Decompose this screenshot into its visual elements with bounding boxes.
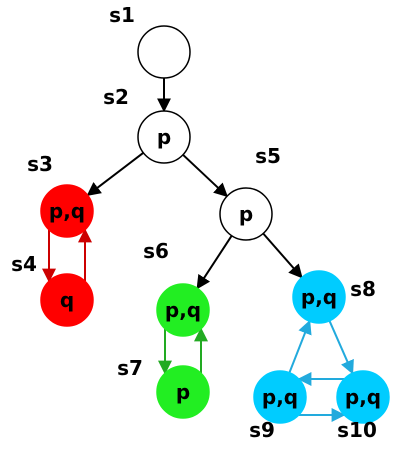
state-label-s1: s1 [109,3,135,27]
state-circle-s9 [253,370,307,424]
state-node-s7: p [156,365,210,419]
transition-s5-s6 [196,235,233,290]
state-props-s4: q [60,288,74,312]
transition-s8-s10 [328,320,354,375]
state-node-s10: p,q [336,370,390,424]
state-node-s3: p,q [40,184,94,238]
state-node-s4: q [40,273,94,327]
state-props-s5: p [239,202,253,226]
state-circle-s1 [137,25,191,79]
transition-s5-s8 [262,232,303,279]
state-node-s1 [137,25,191,79]
state-props-s9: p,q [262,385,298,409]
state-props-s10: p,q [345,385,381,409]
state-label-s3: s3 [27,152,53,176]
state-circle-s8 [292,270,346,324]
state-circle-s7 [156,365,210,419]
state-label-s8: s8 [350,277,376,301]
state-circle-s2 [137,110,191,164]
state-node-s8: p,q [292,270,346,324]
state-props-s6: p,q [165,298,201,322]
state-label-s5: s5 [255,144,281,168]
states-layer: p p,q q p p,q p p,q p,q p,q [40,25,390,424]
state-label-s9: s9 [249,418,275,442]
transition-s2-s5 [182,154,229,198]
transition-s2-s3 [86,152,144,197]
state-label-s7: s7 [117,356,143,380]
state-label-s6: s6 [143,239,169,263]
state-props-s8: p,q [301,285,337,309]
state-props-s7: p [176,380,190,404]
state-node-s5: p [219,187,273,241]
state-props-s3: p,q [49,199,85,223]
transition-s9-s8 [288,319,312,374]
state-label-s4: s4 [11,252,37,276]
state-node-s2: p [137,110,191,164]
state-circle-s10 [336,370,390,424]
state-circle-s3 [40,184,94,238]
state-node-s9: p,q [253,370,307,424]
state-label-s2: s2 [103,85,129,109]
state-circle-s6 [156,283,210,337]
state-label-s10: s10 [337,418,377,442]
state-labels-layer: s1 s2 s3 s4 s5 s6 s7 s8 s9 s10 [11,3,377,442]
state-circle-s4 [40,273,94,327]
state-node-s6: p,q [156,283,210,337]
state-circle-s5 [219,187,273,241]
state-props-s2: p [157,125,171,149]
transitions-layer [42,78,354,422]
